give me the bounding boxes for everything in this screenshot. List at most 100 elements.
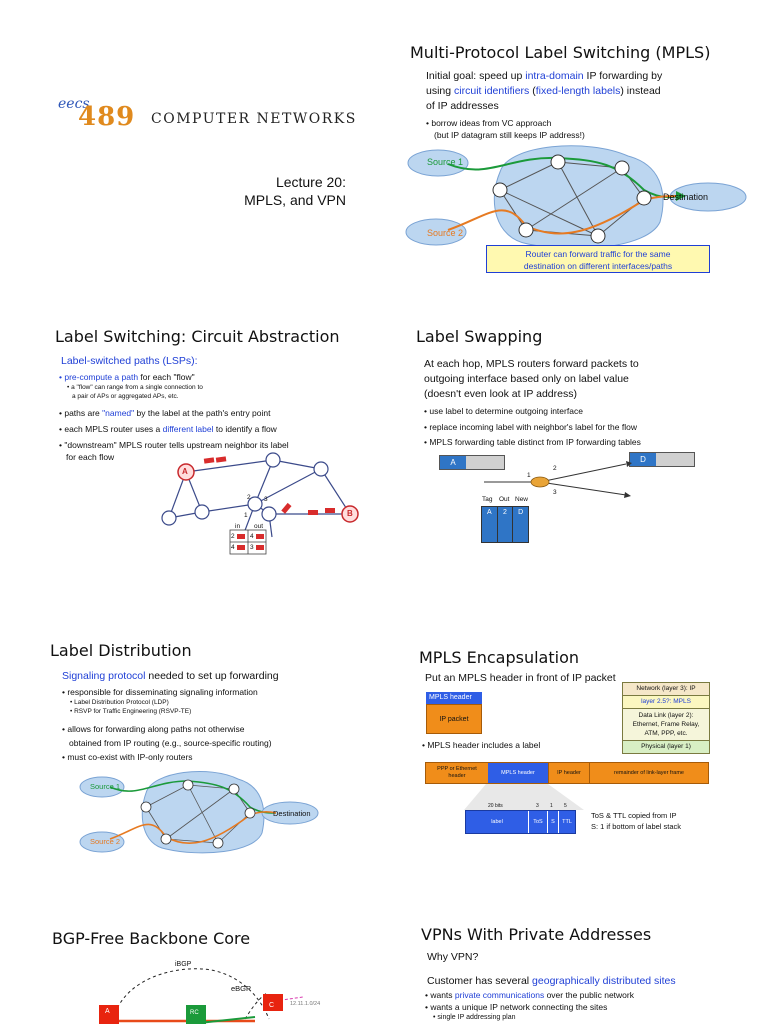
table-header-out: Out bbox=[499, 496, 510, 503]
customer-line: Customer has several geographically dist… bbox=[427, 975, 676, 987]
table-r1-in: 2 bbox=[231, 533, 235, 540]
bullet-private: • wants private communications over the … bbox=[425, 990, 634, 1000]
bullet-rsvp: • RSVP for Traffic Engineering (RSVP-TE) bbox=[70, 708, 192, 715]
node-a-label: A bbox=[182, 467, 188, 476]
logo-prefix: eecs bbox=[58, 96, 90, 112]
bullet-replace: replace incoming label with neighbor's l… bbox=[424, 422, 637, 433]
slide-title: Label Distribution bbox=[50, 641, 192, 660]
bullet-unique: • wants a unique IP network connecting t… bbox=[425, 1002, 608, 1012]
lsp-diagram bbox=[161, 452, 359, 555]
layer-network: Network (layer 3): IP bbox=[622, 682, 710, 696]
intro-line-2: using circuit identifiers (fixed-length … bbox=[426, 85, 661, 97]
router-c-label: C bbox=[269, 1002, 275, 1009]
slide-title: Multi-Protocol Label Switching (MPLS) bbox=[410, 43, 711, 62]
note-s-bit: S: 1 if bottom of label stack bbox=[591, 822, 682, 831]
signaling-heading: Signaling protocol needed to set up forw… bbox=[62, 670, 279, 682]
slide-vpn: VPNs With Private Addresses Why VPN? Cus… bbox=[384, 912, 768, 1024]
packet-a: A bbox=[439, 455, 505, 470]
source1-label: Source 1 bbox=[90, 782, 121, 791]
bullet-different-label: • each MPLS router uses a different labe… bbox=[59, 424, 277, 434]
bullet-vc-note: (but IP datagram still keeps IP address!… bbox=[434, 130, 585, 140]
packet-d-label: D bbox=[630, 453, 656, 466]
port-3-label: 3 bbox=[553, 489, 557, 496]
port-2-label: 2 bbox=[553, 465, 557, 472]
source2-label: Source 2 bbox=[427, 228, 464, 238]
port-1-label: 1 bbox=[527, 472, 531, 479]
slide-title: Label Switching: Circuit Abstraction bbox=[55, 327, 340, 346]
port-1-label: 1 bbox=[244, 512, 248, 519]
course-name: COMPUTER NETWORKS bbox=[151, 111, 357, 127]
bullet-vc: borrow ideas from VC approach bbox=[426, 118, 551, 129]
layer-physical: Physical (layer 1) bbox=[622, 741, 710, 754]
bits-label-s: 1 bbox=[550, 803, 553, 809]
bgp-diagram bbox=[99, 968, 304, 1024]
intro-line-2: outgoing interface based only on label v… bbox=[424, 373, 629, 385]
slide-title: BGP-Free Backbone Core bbox=[52, 929, 251, 948]
table-r1-out: 4 bbox=[250, 533, 254, 540]
bullet-flow-note-1: • a "flow" can range from a single conne… bbox=[67, 384, 203, 391]
table-cell-new: D bbox=[518, 509, 524, 516]
field-ttl: TTL bbox=[562, 819, 572, 825]
ibgp-label: iBGP bbox=[175, 961, 192, 968]
table-r2-out: 3 bbox=[250, 544, 254, 551]
intro-line-1: At each hop, MPLS routers forward packet… bbox=[424, 358, 639, 370]
table-in-header: in bbox=[235, 523, 241, 530]
intro-line-1: Initial goal: speed up intra-domain IP f… bbox=[426, 70, 663, 82]
bits-label-tos: 3 bbox=[536, 803, 539, 809]
table-cell-tag: A bbox=[482, 507, 498, 542]
mpls-header-detail: label ToS S TTL bbox=[465, 810, 576, 834]
bits-label-ttl: 5 bbox=[564, 803, 567, 809]
why-vpn: Why VPN? bbox=[427, 951, 479, 963]
intro-line: Put an MPLS header in front of IP packet bbox=[425, 672, 616, 684]
destination-label: Destination bbox=[273, 809, 311, 818]
field-tos: ToS bbox=[529, 811, 548, 833]
bullet-distinct: MPLS forwarding table distinct from IP f… bbox=[424, 437, 641, 448]
bullet-single-ip: • single IP addressing plan bbox=[433, 1014, 516, 1021]
router-rc-label: RC bbox=[190, 1010, 199, 1016]
slide-title: Label Swapping bbox=[416, 327, 543, 346]
note-line-2: destination on different interfaces/path… bbox=[523, 261, 673, 271]
port-2-label: 2 bbox=[247, 494, 251, 501]
bullet-downstream-cont: for each flow bbox=[66, 452, 115, 462]
slide-label-distribution: Label Distribution Signaling protocol ne… bbox=[0, 624, 384, 904]
slide-mpls: Multi-Protocol Label Switching (MPLS) In… bbox=[384, 0, 768, 300]
bullet-flow-note-2: a pair of APs or aggregated APs, etc. bbox=[72, 393, 179, 400]
table-cell-out: 2 bbox=[498, 507, 514, 542]
note-line-1: Router can forward traffic for the same bbox=[525, 249, 671, 259]
bits-label-label: 20 bits bbox=[488, 803, 503, 809]
note-tos-ttl: ToS & TTL copied from IP bbox=[591, 811, 677, 820]
table-out-header: out bbox=[254, 523, 264, 530]
ebgp-label: eBGP bbox=[231, 984, 252, 993]
slide-label-switching: Label Switching: Circuit Abstraction Lab… bbox=[0, 300, 384, 600]
bullet-allows-cont: obtained from IP routing (e.g., source-s… bbox=[69, 738, 272, 748]
frame-mpls-header: MPLS header bbox=[488, 763, 548, 783]
bullet-outgoing: use label to determine outgoing interfac… bbox=[424, 406, 583, 417]
table-r2-in: 4 bbox=[231, 544, 235, 551]
destination-label: Destination bbox=[663, 192, 709, 202]
bullet-downstream: • "downstream" MPLS router tells upstrea… bbox=[59, 440, 289, 450]
packet-d: D bbox=[629, 452, 695, 467]
mpls-network-diagram bbox=[405, 145, 747, 250]
intro-line-3: (doesn't even look at IP address) bbox=[424, 388, 577, 400]
frame-ip-header: IP header bbox=[548, 763, 589, 783]
bullet-label: • MPLS header includes a label bbox=[422, 740, 541, 750]
note-box: Router can forward traffic for the same … bbox=[486, 245, 710, 273]
forwarding-table: A 2 D bbox=[481, 506, 529, 543]
distribution-network-diagram bbox=[79, 770, 319, 854]
layer-mpls: layer 2.5?: MPLS bbox=[622, 696, 710, 709]
layer-datalink: Data Link (layer 2):Ethernet, Frame Rela… bbox=[622, 709, 710, 741]
slide-encapsulation: MPLS Encapsulation Put an MPLS header in… bbox=[384, 624, 768, 904]
expansion-wedge bbox=[464, 784, 584, 810]
slide-bgp-free: BGP-Free Backbone Core iBGP eBGP A RC C … bbox=[0, 912, 384, 1024]
field-label: label bbox=[466, 811, 529, 833]
router-a-label: A bbox=[105, 1008, 110, 1015]
mpls-header-box: MPLS header bbox=[426, 692, 482, 704]
node-b-label: B bbox=[347, 509, 353, 518]
slide-title: VPNs With Private Addresses bbox=[421, 925, 652, 944]
table-header-tag: Tag bbox=[482, 496, 493, 503]
bullet-ldp: • Label Distribution Protocol (LDP) bbox=[70, 699, 169, 706]
intro-line-3: of IP addresses bbox=[426, 100, 499, 112]
lsp-heading: Label-switched paths (LSPs): bbox=[61, 355, 198, 367]
